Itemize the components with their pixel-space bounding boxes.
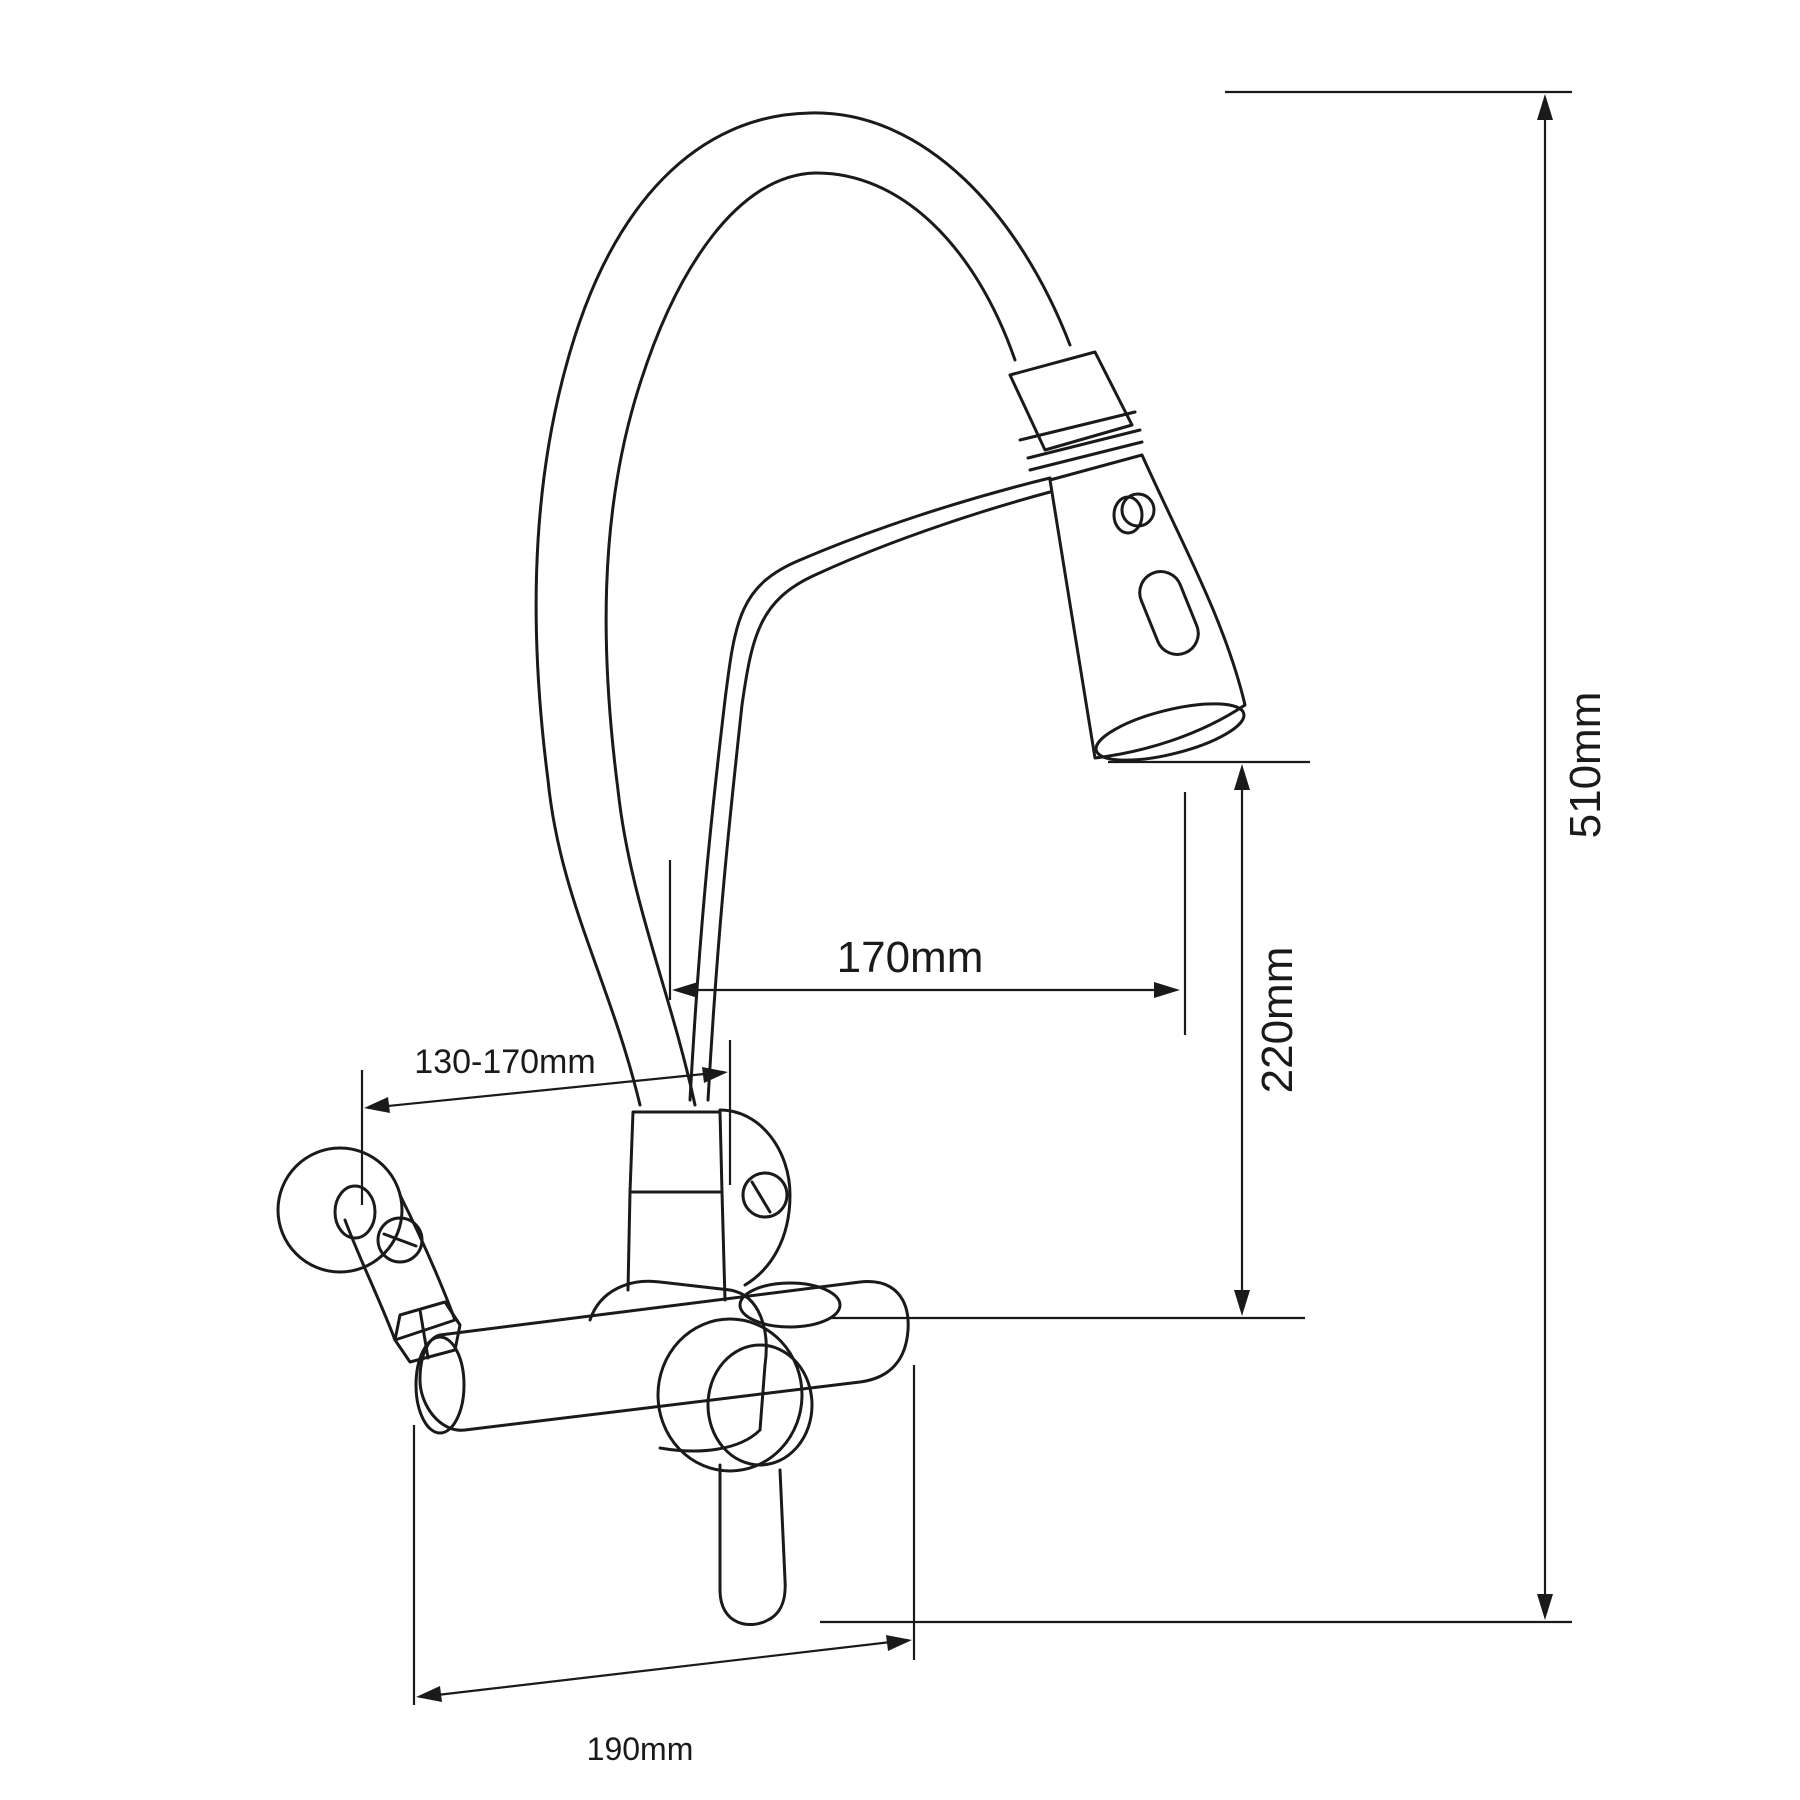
dimension-label-spout-reach: 170mm — [837, 933, 984, 982]
lever-handle — [718, 1463, 787, 1627]
dimension-label-body-width: 190mm — [587, 1731, 694, 1767]
spray-mode-slot-icon — [1138, 570, 1200, 656]
mixer-body-center — [588, 1279, 768, 1453]
left-wall-flange — [276, 1146, 404, 1274]
pull-out-hose — [688, 476, 1052, 1102]
mixer-body-bar — [418, 1280, 910, 1432]
left-eccentric-arm — [343, 1193, 457, 1342]
spray-head-ring — [1018, 410, 1144, 472]
spray-button-icon — [1112, 495, 1144, 535]
right-inlet-screw-icon — [741, 1171, 789, 1219]
dimension-lines — [360, 90, 1572, 1705]
spray-head-face — [1094, 702, 1246, 762]
spray-head-collar — [1008, 350, 1134, 452]
dimension-label-spout-height: 220mm — [1253, 947, 1302, 1094]
left-inlet-screw-icon — [376, 1216, 424, 1264]
spout-neck — [626, 1190, 727, 1302]
spout-outer-curve — [534, 111, 1072, 1107]
spout-inner-curve — [604, 171, 1017, 1107]
faucet-illustration — [276, 111, 1247, 1627]
spray-head-body — [1048, 453, 1247, 760]
dimension-label-inlet-spacing: 130-170mm — [414, 1043, 595, 1081]
right-wall-flange — [718, 1108, 792, 1287]
spout-collar — [628, 1110, 724, 1194]
left-hex-nut — [393, 1300, 462, 1364]
dimension-label-total-height: 510mm — [1561, 692, 1610, 839]
lever-hub — [656, 1317, 804, 1473]
